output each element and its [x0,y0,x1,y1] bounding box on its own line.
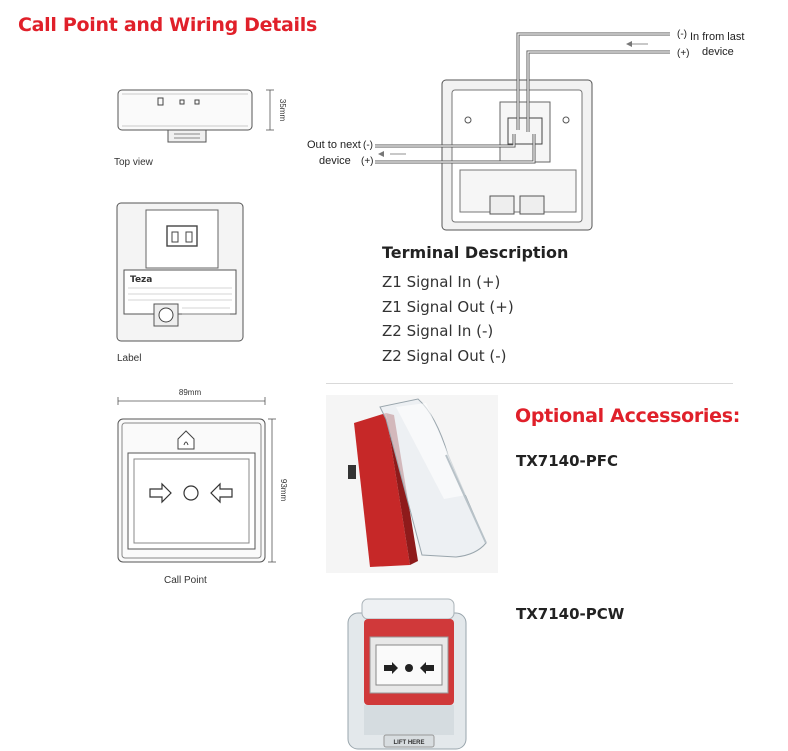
wire-in-neg-label: (-) [677,29,687,40]
label-drawing: Teza [116,202,244,342]
wire-in-label-2: device [702,46,734,58]
accessory-part-2: TX7140-PCW [516,605,625,623]
label-caption: Label [117,353,142,364]
wiring-diagram [375,32,670,231]
top-view-caption: Top view [114,157,153,168]
accessory-flip-cover-image [326,395,498,573]
wire-in-label-1: In from last [690,31,745,43]
call-point-caption: Call Point [164,575,207,586]
top-view-drawing: 35mm [117,89,287,143]
page-title: Call Point and Wiring Details [18,14,317,36]
wire-out-label-2: device [319,155,351,167]
top-view-dimension: 35mm [278,99,287,122]
wire-out-label-1: Out to next [307,139,361,151]
accessory-part-1: TX7140-PFC [516,452,619,470]
terminal-item: Z1 Signal In (+) [382,273,501,291]
terminal-item: Z2 Signal Out (-) [382,346,507,365]
accessories-heading: Optional Accessories: [515,405,741,427]
accessory-protective-cover-image: LIFT HERE [347,598,467,750]
section-divider [326,383,733,384]
terminal-heading: Terminal Description [382,243,569,262]
label-brand: Teza [130,275,152,285]
call-point-drawing: 89mm 93mm [117,388,288,563]
wire-out-pos-label: (+) [361,156,374,167]
wire-in-pos-label: (+) [677,48,690,59]
wire-out-neg-label: (-) [363,140,373,151]
terminal-list: Z1 Signal In (+) Z1 Signal Out (+) Z2 Si… [382,270,514,368]
call-point-height-dimension: 93mm [279,479,288,502]
lift-here-text: LIFT HERE [394,740,425,746]
call-point-width-dimension: 89mm [179,388,202,397]
terminal-item: Z2 Signal In (-) [382,322,494,340]
terminal-item: Z1 Signal Out (+) [382,297,514,316]
